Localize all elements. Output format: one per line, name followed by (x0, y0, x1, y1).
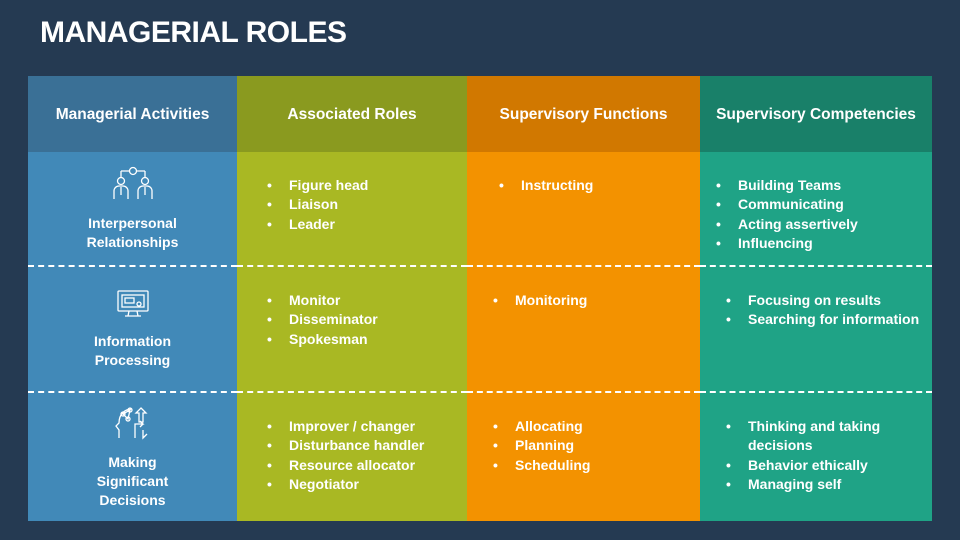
list-item: Allocating (493, 417, 700, 437)
list-item: Behavior ethically (726, 456, 932, 476)
list-item: Disturbance handler (267, 436, 467, 456)
activity-label: Information Processing (94, 332, 171, 368)
functions-cell: Instructing (467, 152, 700, 267)
list-item: Thinking and taking decisions (726, 417, 932, 456)
list-item: Spokesman (267, 330, 467, 350)
list-item: Improver / changer (267, 417, 467, 437)
list-item: Leader (267, 215, 467, 235)
competencies-cell: Building TeamsCommunicatingActing assert… (700, 152, 932, 267)
header-associated-roles: Associated Roles (237, 76, 467, 152)
list-item: Resource allocator (267, 456, 467, 476)
roles-cell: Improver / changerDisturbance handlerRes… (237, 393, 467, 521)
list-item: Searching for information (726, 310, 932, 330)
functions-list: Monitoring (467, 267, 700, 311)
roles-table: Managerial Activities Associated Roles S… (28, 76, 932, 521)
roles-cell: MonitorDisseminatorSpokesman (237, 267, 467, 393)
list-item: Liaison (267, 195, 467, 215)
activity-label: Making Significant Decisions (96, 454, 169, 508)
list-item: Disseminator (267, 310, 467, 330)
competencies-cell: Focusing on resultsSearching for informa… (700, 267, 932, 393)
header-managerial-activities: Managerial Activities (28, 76, 237, 152)
header-supervisory-functions: Supervisory Functions (467, 76, 700, 152)
list-item: Negotiator (267, 475, 467, 495)
header-supervisory-competencies: Supervisory Competencies (700, 76, 932, 152)
functions-cell: Monitoring (467, 267, 700, 393)
team-gear-icon (111, 165, 155, 214)
list-item: Scheduling (493, 456, 700, 476)
functions-list: AllocatingPlanningScheduling (467, 393, 700, 475)
activity-cell: Information Processing (28, 267, 237, 393)
roles-list: Improver / changerDisturbance handlerRes… (237, 393, 467, 494)
list-item: Monitoring (493, 291, 700, 311)
roles-cell: Figure headLiaisonLeader (237, 152, 467, 267)
list-item: Managing self (726, 475, 932, 495)
competencies-list: Thinking and taking decisionsBehavior et… (700, 393, 932, 494)
list-item: Influencing (716, 234, 932, 254)
list-item: Figure head (267, 176, 467, 196)
list-item: Monitor (267, 291, 467, 311)
roles-list: MonitorDisseminatorSpokesman (237, 267, 467, 349)
competencies-cell: Thinking and taking decisionsBehavior et… (700, 393, 932, 521)
list-item: Communicating (716, 195, 932, 215)
list-item: Instructing (499, 176, 700, 196)
list-item: Planning (493, 436, 700, 456)
activity-cell: Making Significant Decisions (28, 393, 237, 521)
functions-cell: AllocatingPlanningScheduling (467, 393, 700, 521)
competencies-list: Building TeamsCommunicatingActing assert… (700, 152, 932, 253)
list-item: Acting assertively (716, 215, 932, 235)
head-arrows-decision-icon (114, 404, 151, 453)
activity-cell: Interpersonal Relationships (28, 152, 237, 267)
roles-list: Figure headLiaisonLeader (237, 152, 467, 234)
computer-monitor-icon (116, 289, 150, 332)
functions-list: Instructing (467, 152, 700, 196)
list-item: Building Teams (716, 176, 932, 196)
slide-title: MANAGERIAL ROLES (40, 16, 347, 49)
competencies-list: Focusing on resultsSearching for informa… (700, 267, 932, 330)
activity-label: Interpersonal Relationships (86, 215, 179, 250)
list-item: Focusing on results (726, 291, 932, 311)
